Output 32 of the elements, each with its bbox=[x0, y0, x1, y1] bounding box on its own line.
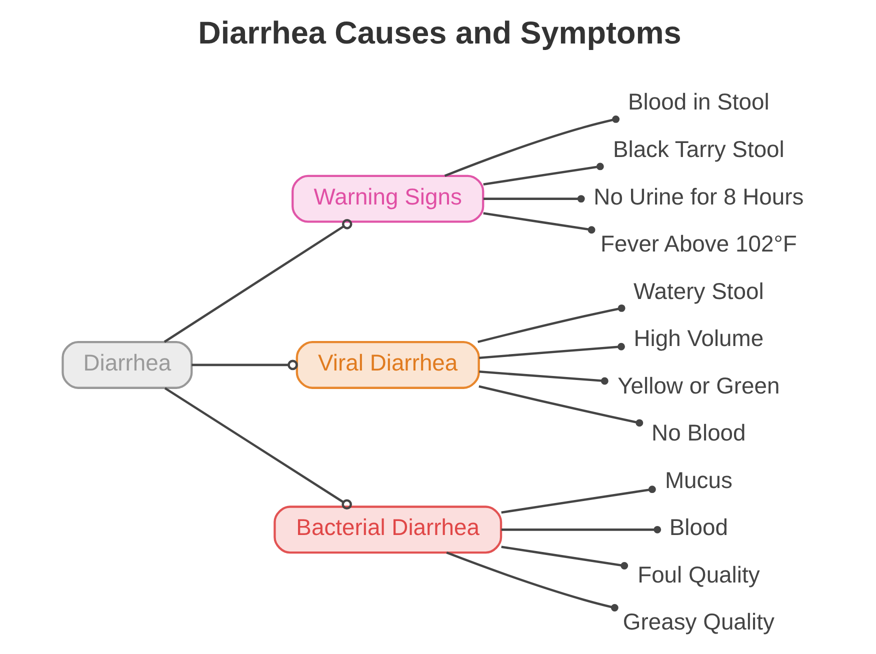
node-box: Viral Diarrhea bbox=[296, 340, 480, 389]
connector bbox=[501, 526, 662, 534]
node-text: Greasy Quality bbox=[622, 608, 774, 635]
node-box: Diarrhea bbox=[62, 340, 193, 389]
node-text: Black Tarry Stool bbox=[612, 136, 784, 162]
connector bbox=[483, 212, 596, 234]
connector bbox=[446, 552, 618, 612]
node-text: Watery Stool bbox=[634, 278, 764, 304]
connector bbox=[483, 195, 585, 203]
connector bbox=[478, 385, 644, 427]
connector bbox=[501, 486, 656, 514]
connector bbox=[479, 342, 625, 359]
node-text: Fever Above 102°F bbox=[600, 230, 797, 257]
connector bbox=[192, 360, 298, 370]
connector bbox=[164, 219, 352, 343]
node-box: Bacterial Diarrhea bbox=[274, 506, 502, 554]
node-text: High Volume bbox=[634, 325, 764, 352]
node-box: Warning Signs bbox=[292, 174, 484, 223]
connector bbox=[478, 304, 626, 344]
node-text: No Urine for 8 Hours bbox=[594, 183, 804, 210]
node-text: Blood bbox=[669, 514, 728, 540]
connector bbox=[501, 546, 628, 570]
node-text: Blood in Stool bbox=[628, 88, 770, 115]
node-text: Foul Quality bbox=[638, 561, 760, 588]
connector bbox=[444, 116, 620, 177]
connector bbox=[479, 370, 608, 385]
connector bbox=[164, 387, 352, 510]
node-text: Yellow or Green bbox=[618, 372, 780, 398]
connector bbox=[483, 162, 604, 186]
diagram-title: Diarrhea Causes and Symptoms bbox=[198, 14, 682, 51]
node-text: Mucus bbox=[664, 466, 732, 493]
node-text: No Blood bbox=[652, 420, 746, 446]
